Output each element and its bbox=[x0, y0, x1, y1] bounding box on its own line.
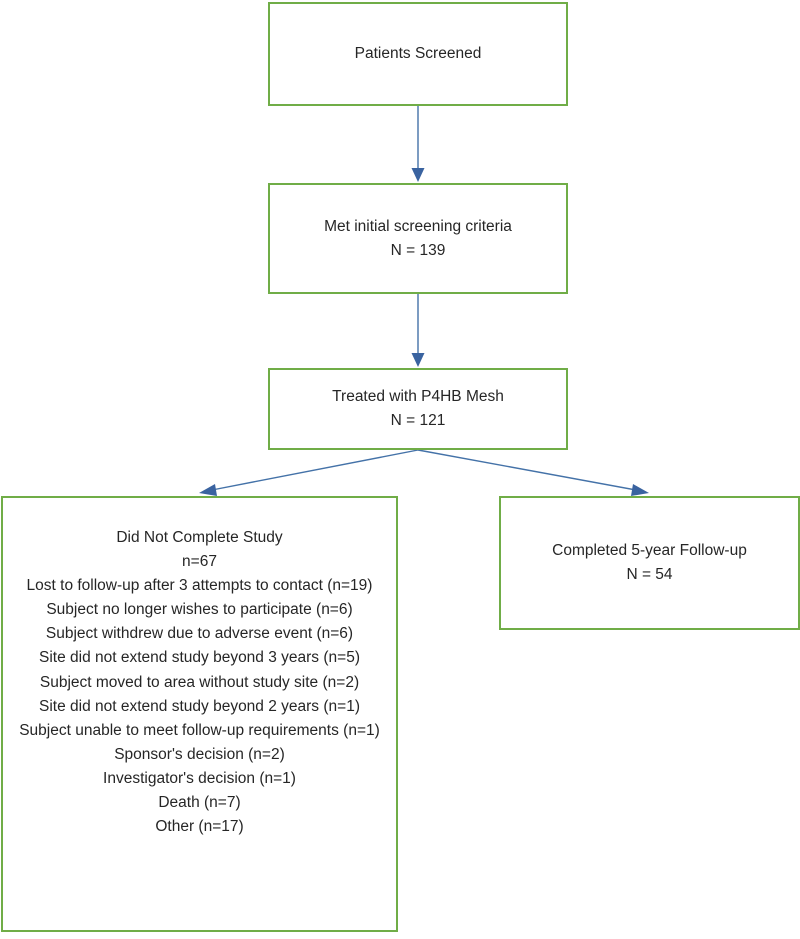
met-initial-screening-criteria-label: Met initial screening criteria N = 139 bbox=[324, 217, 512, 259]
arrow-treated-to-completed bbox=[417, 449, 649, 496]
completed-5-year-follow-up-label: Completed 5-year Follow-up N = 54 bbox=[552, 542, 747, 583]
did-not-complete-study-box: Did Not Complete Study n=67 Lost to foll… bbox=[1, 496, 398, 932]
did-not-complete-study-label: Did Not Complete Study n=67 Lost to foll… bbox=[19, 529, 380, 836]
treated-with-p4hb-mesh-label: Treated with P4HB Mesh N = 121 bbox=[332, 388, 504, 429]
met-initial-screening-criteria-box: Met initial screening criteria N = 139 bbox=[268, 183, 568, 294]
patients-screened-label: Patients Screened bbox=[354, 45, 482, 63]
arrow-treated-to-did-not-complete bbox=[199, 449, 419, 496]
arrow-met-criteria-to-treated bbox=[411, 294, 425, 367]
completed-5-year-follow-up-box: Completed 5-year Follow-up N = 54 bbox=[499, 496, 800, 630]
patients-screened-box: Patients Screened bbox=[268, 2, 568, 106]
arrow-screened-to-met-criteria bbox=[411, 106, 425, 182]
treated-with-p4hb-mesh-box: Treated with P4HB Mesh N = 121 bbox=[268, 368, 568, 450]
